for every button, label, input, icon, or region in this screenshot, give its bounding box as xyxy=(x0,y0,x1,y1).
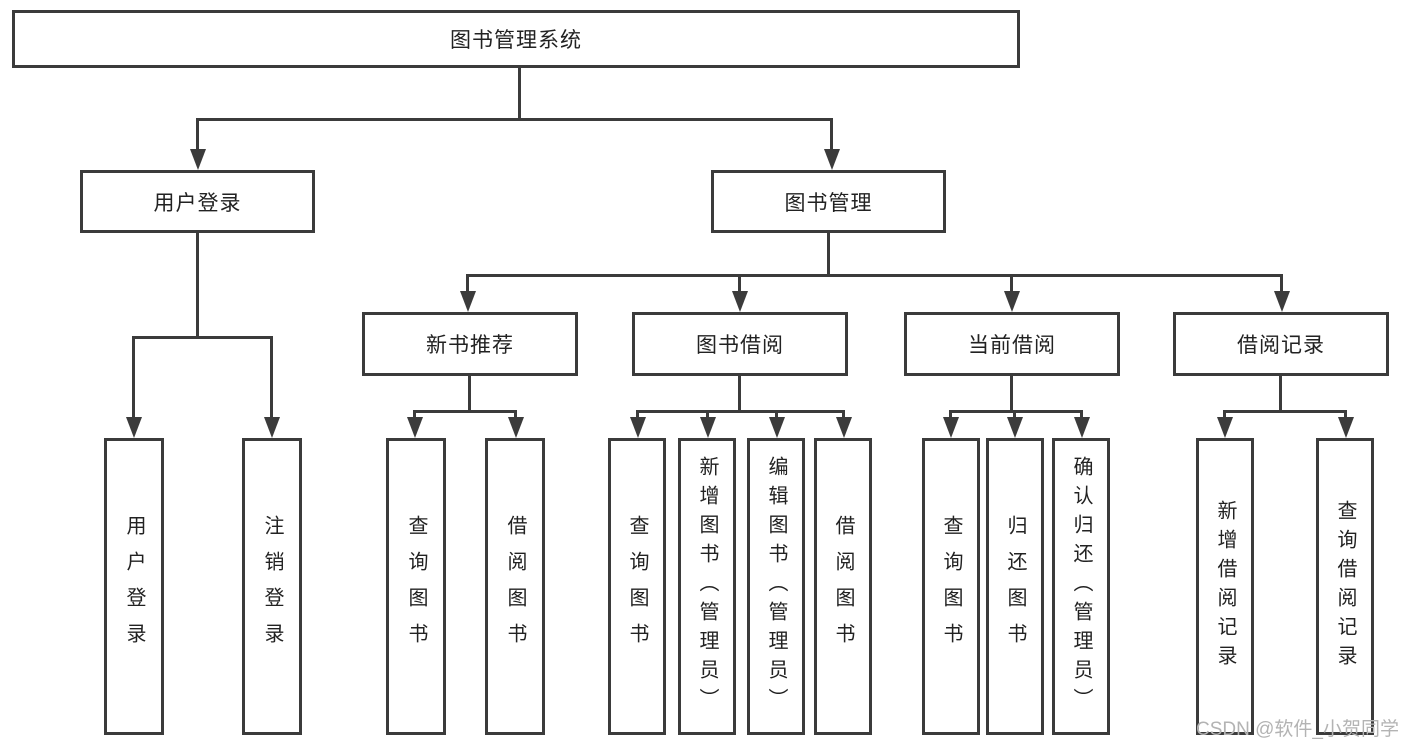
connector-current-borrow-hbar xyxy=(949,410,1083,413)
node-borrow-record: 借阅记录 xyxy=(1173,312,1389,376)
connector-drop-new-book xyxy=(466,274,469,291)
connector-drop xyxy=(949,410,952,417)
node-user-login: 用户登录 xyxy=(80,170,315,233)
connector-book-mgmt-hbar xyxy=(466,274,1283,277)
leaf-br-add-record-label: 新增借阅记录 xyxy=(1214,499,1236,674)
leaf-bb-add-books-admin-label: 新增图书（管理员） xyxy=(696,456,718,717)
csdn-watermark: CSDN @软件_小贺同学 xyxy=(1196,719,1399,740)
arrowhead-icon xyxy=(1004,291,1020,312)
arrowhead-icon xyxy=(1074,417,1090,438)
arrowhead-icon xyxy=(943,417,959,438)
arrowhead-icon xyxy=(1007,417,1023,438)
leaf-cb-confirm-return-admin-label: 确认归还（管理员） xyxy=(1070,456,1092,717)
connector-drop xyxy=(1344,410,1347,417)
leaf-br-query-record-label: 查询借阅记录 xyxy=(1334,499,1356,674)
leaf-bb-borrow-books-label: 借阅图书 xyxy=(832,514,854,659)
arrowhead-icon xyxy=(1338,417,1354,438)
node-current-borrow: 当前借阅 xyxy=(904,312,1120,376)
arrowhead-icon xyxy=(769,417,785,438)
leaf-nb-borrow-books: 借阅图书 xyxy=(485,438,545,735)
arrowhead-icon xyxy=(264,417,280,438)
connector-drop-current-borrow xyxy=(1010,274,1013,291)
connector-book-borrow-hbar xyxy=(636,410,845,413)
arrowhead-icon xyxy=(630,417,646,438)
connector-borrow-record-hbar xyxy=(1223,410,1347,413)
connector-drop-borrow-record xyxy=(1280,274,1283,291)
connector-book-borrow-stem xyxy=(738,376,741,410)
node-root: 图书管理系统 xyxy=(12,10,1020,68)
leaf-user-login-label: 用户登录 xyxy=(123,514,145,659)
arrowhead-icon xyxy=(700,417,716,438)
connector-root-stem xyxy=(518,68,521,118)
leaf-nb-query-books-label: 查询图书 xyxy=(405,514,427,659)
connector-drop xyxy=(636,410,639,417)
node-borrow-record-label: 借阅记录 xyxy=(1237,334,1325,357)
connector-drop-book-borrow xyxy=(738,274,741,291)
node-book-mgmt-label: 图书管理 xyxy=(784,191,873,215)
arrowhead-icon xyxy=(460,291,476,312)
connector-book-mgmt-stem xyxy=(827,233,830,274)
arrowhead-icon xyxy=(824,149,840,170)
connector-drop xyxy=(514,410,517,417)
connector-drop xyxy=(1223,410,1226,417)
leaf-nb-borrow-books-label: 借阅图书 xyxy=(504,514,526,659)
arrowhead-icon xyxy=(1217,417,1233,438)
arrowhead-icon xyxy=(190,149,206,170)
connector-drop-book-mgmt xyxy=(830,118,833,149)
leaf-logout: 注销登录 xyxy=(242,438,302,735)
leaf-user-login: 用户登录 xyxy=(104,438,164,735)
leaf-bb-query-books: 查询图书 xyxy=(608,438,666,735)
node-current-borrow-label: 当前借阅 xyxy=(968,334,1056,357)
leaf-br-query-record: 查询借阅记录 xyxy=(1316,438,1374,735)
connector-drop xyxy=(775,410,778,417)
leaf-bb-add-books-admin: 新增图书（管理员） xyxy=(678,438,736,735)
connector-drop xyxy=(842,410,845,417)
node-root-label: 图书管理系统 xyxy=(450,29,582,52)
connector-drop xyxy=(706,410,709,417)
leaf-cb-return-books: 归还图书 xyxy=(986,438,1044,735)
node-user-login-label: 用户登录 xyxy=(153,191,242,215)
arrowhead-icon xyxy=(732,291,748,312)
connector-user-login-hbar xyxy=(132,336,273,339)
connector-drop xyxy=(1013,410,1016,417)
node-new-book-rec-label: 新书推荐 xyxy=(426,334,514,357)
connector-drop-leaf-logout xyxy=(270,336,273,417)
arrowhead-icon xyxy=(126,417,142,438)
leaf-br-add-record: 新增借阅记录 xyxy=(1196,438,1254,735)
arrowhead-icon xyxy=(407,417,423,438)
connector-drop xyxy=(413,410,416,417)
connector-new-book-hbar xyxy=(413,410,517,413)
arrowhead-icon xyxy=(508,417,524,438)
arrowhead-icon xyxy=(836,417,852,438)
connector-new-book-stem xyxy=(468,376,471,410)
leaf-logout-label: 注销登录 xyxy=(261,514,283,659)
leaf-cb-return-books-label: 归还图书 xyxy=(1004,514,1026,659)
leaf-cb-query-books: 查询图书 xyxy=(922,438,980,735)
connector-drop xyxy=(1080,410,1083,417)
connector-drop-leaf-user-login xyxy=(132,336,135,417)
node-book-mgmt: 图书管理 xyxy=(711,170,946,233)
leaf-cb-query-books-label: 查询图书 xyxy=(940,514,962,659)
leaf-bb-edit-books-admin: 编辑图书（管理员） xyxy=(747,438,805,735)
connector-borrow-record-stem xyxy=(1279,376,1282,410)
leaf-bb-query-books-label: 查询图书 xyxy=(626,514,648,659)
node-book-borrow: 图书借阅 xyxy=(632,312,848,376)
leaf-bb-borrow-books: 借阅图书 xyxy=(814,438,872,735)
connector-current-borrow-stem xyxy=(1010,376,1013,410)
connector-user-login-stem xyxy=(196,233,199,336)
leaf-nb-query-books: 查询图书 xyxy=(386,438,446,735)
connector-root-hbar xyxy=(196,118,833,121)
connector-drop-user-login xyxy=(196,118,199,149)
node-new-book-rec: 新书推荐 xyxy=(362,312,578,376)
arrowhead-icon xyxy=(1274,291,1290,312)
leaf-cb-confirm-return-admin: 确认归还（管理员） xyxy=(1052,438,1110,735)
leaf-bb-edit-books-admin-label: 编辑图书（管理员） xyxy=(765,456,787,717)
node-book-borrow-label: 图书借阅 xyxy=(696,334,784,357)
